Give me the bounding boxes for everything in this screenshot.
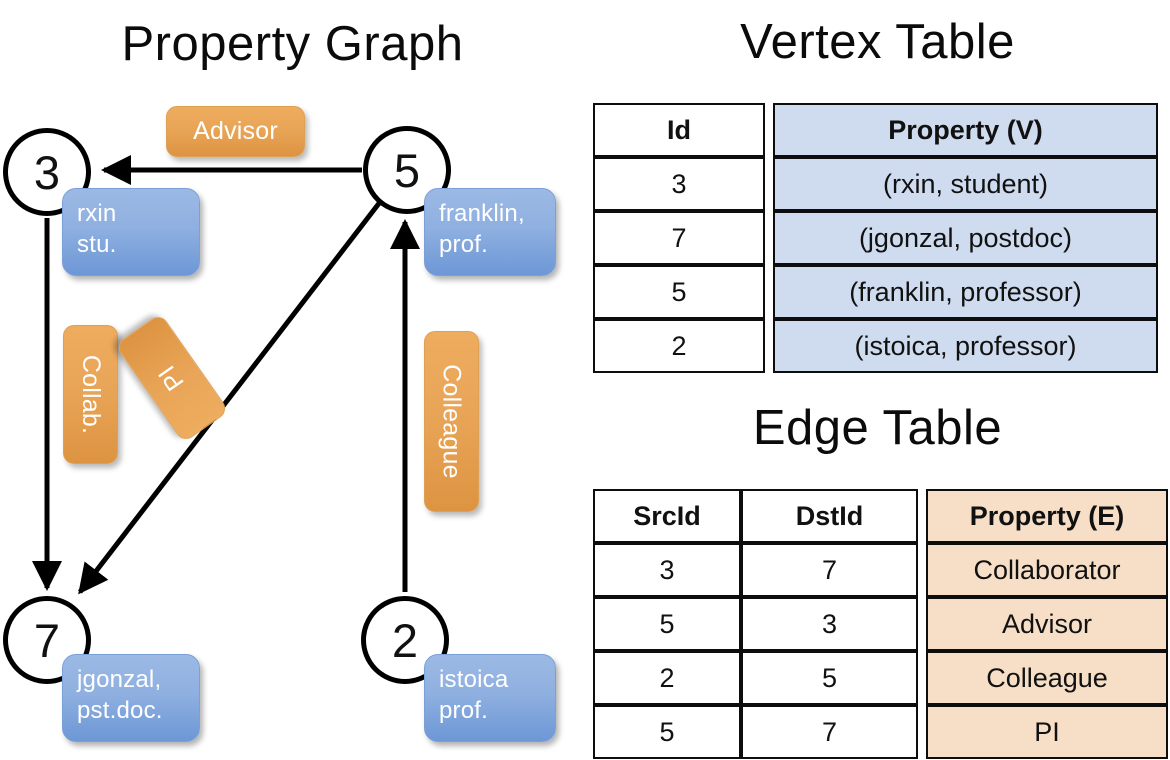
table-row: 2 (istoica, professor) — [593, 319, 1158, 373]
edge-label-collab: Collab. — [63, 325, 118, 464]
edge-label-colleague: Colleague — [424, 331, 479, 512]
cell-srcid: 3 — [593, 543, 741, 597]
column-gap — [918, 543, 926, 597]
column-gap — [918, 489, 926, 543]
cell-dstid: 7 — [741, 705, 918, 759]
cell-property: (franklin, professor) — [773, 265, 1158, 319]
cell-id: 7 — [593, 211, 765, 265]
column-gap — [918, 705, 926, 759]
edge-5-to-7 — [78, 200, 382, 595]
table-row: 7 (jgonzal, postdoc) — [593, 211, 1158, 265]
table-header-row: Id Property (V) — [593, 103, 1158, 157]
column-gap — [765, 157, 773, 211]
table-row: 3 7 Collaborator — [593, 543, 1168, 597]
table-row: 5 3 Advisor — [593, 597, 1168, 651]
vertex-table: Id Property (V) 3 (rxin, student) 7 (jgo… — [593, 103, 1158, 373]
cell-dstid: 7 — [741, 543, 918, 597]
column-gap — [765, 103, 773, 157]
vertex-property-bubble-3: rxin stu. — [62, 188, 200, 276]
column-header-property: Property (V) — [773, 103, 1158, 157]
edge-label-text: Advisor — [193, 117, 278, 145]
graph-edges-svg — [32, 155, 420, 595]
page-title-property-graph: Property Graph — [121, 17, 464, 71]
cell-srcid: 5 — [593, 705, 741, 759]
vertex-property-line2: prof. — [439, 696, 489, 724]
cell-id: 2 — [593, 319, 765, 373]
page-title-edge-table: Edge Table — [752, 401, 1003, 455]
page-title-vertex-table: Vertex Table — [740, 15, 1015, 69]
cell-srcid: 5 — [593, 597, 741, 651]
cell-property: PI — [926, 705, 1168, 759]
cell-property: Advisor — [926, 597, 1168, 651]
vertex-property-bubble-2: istoica prof. — [424, 654, 556, 742]
graph-node-5[interactable]: 5 — [363, 126, 451, 214]
column-gap — [918, 651, 926, 705]
edge-label-text: Colleague — [438, 364, 467, 479]
vertex-property-line2: pst.doc. — [77, 696, 163, 724]
property-graph-diagram: 3 5 7 2 rxin stu. franklin, prof. jgonza… — [3, 106, 556, 742]
column-header-property: Property (E) — [926, 489, 1168, 543]
vertex-property-bubble-7: jgonzal, pst.doc. — [62, 654, 200, 742]
cell-property: Colleague — [926, 651, 1168, 705]
column-header-id: Id — [593, 103, 765, 157]
cell-dstid: 3 — [741, 597, 918, 651]
cell-dstid: 5 — [741, 651, 918, 705]
column-header-srcid: SrcId — [593, 489, 741, 543]
cell-property: (rxin, student) — [773, 157, 1158, 211]
table-row: 3 (rxin, student) — [593, 157, 1158, 211]
column-gap — [765, 265, 773, 319]
vertex-property-line1: istoica — [439, 666, 509, 693]
edge-label-text: Collab. — [77, 354, 106, 435]
edge-label-text: PI — [153, 360, 190, 397]
column-gap — [918, 597, 926, 651]
edge-table: SrcId DstId Property (E) 3 7 Collaborato… — [593, 489, 1168, 759]
cell-id: 5 — [593, 265, 765, 319]
column-gap — [765, 211, 773, 265]
vertex-property-bubble-5: franklin, prof. — [424, 188, 556, 276]
cell-srcid: 2 — [593, 651, 741, 705]
table-row: 2 5 Colleague — [593, 651, 1168, 705]
cell-property: Collaborator — [926, 543, 1168, 597]
vertex-property-line2: stu. — [77, 230, 117, 258]
vertex-property-line2: prof. — [439, 230, 489, 258]
vertex-property-line1: jgonzal, — [77, 666, 162, 693]
table-row: 5 7 PI — [593, 705, 1168, 759]
edge-label-advisor: Advisor — [166, 106, 305, 157]
vertex-property-line1: franklin, — [439, 200, 525, 227]
cell-property: (jgonzal, postdoc) — [773, 211, 1158, 265]
cell-id: 3 — [593, 157, 765, 211]
cell-property: (istoica, professor) — [773, 319, 1158, 373]
graph-node-2[interactable]: 2 — [361, 596, 449, 684]
column-header-dstid: DstId — [741, 489, 918, 543]
table-row: 5 (franklin, professor) — [593, 265, 1158, 319]
vertex-property-line1: rxin — [77, 200, 117, 227]
table-header-row: SrcId DstId Property (E) — [593, 489, 1168, 543]
column-gap — [765, 319, 773, 373]
